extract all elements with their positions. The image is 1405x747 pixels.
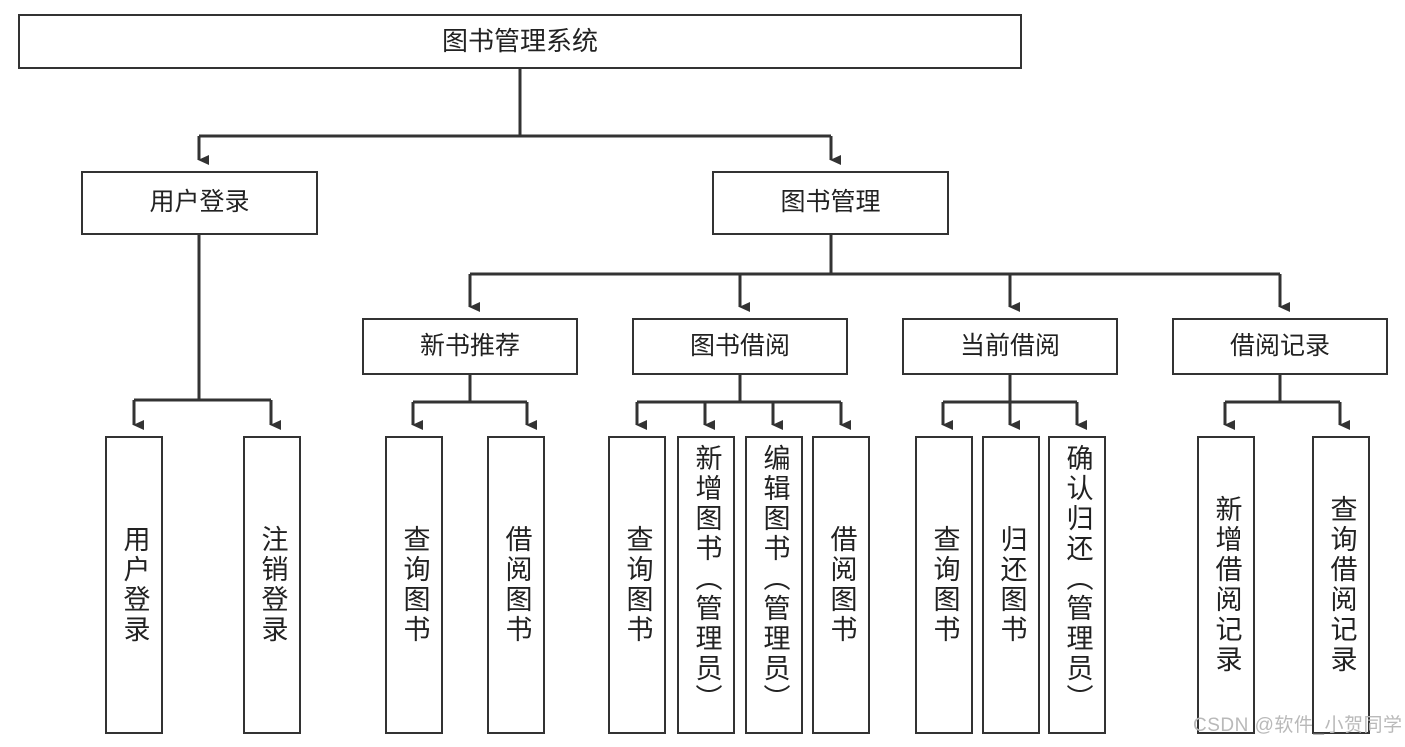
node-label: 查询图书 <box>929 525 960 645</box>
leaf-user-login[interactable]: 用户登录 <box>105 436 163 734</box>
node-current-borrow[interactable]: 当前借阅 <box>902 318 1118 375</box>
leaf-return-book[interactable]: 归还图书 <box>982 436 1040 734</box>
leaf-query-book-borrow[interactable]: 查询图书 <box>608 436 666 734</box>
leaf-logout-login[interactable]: 注销登录 <box>243 436 301 734</box>
node-label: 新书推荐 <box>419 331 520 360</box>
node-label: 查询借阅记录 <box>1326 495 1357 675</box>
node-label: 图书管理系统 <box>441 26 598 57</box>
node-root-system[interactable]: 图书管理系统 <box>18 14 1022 69</box>
leaf-query-book-recommend[interactable]: 查询图书 <box>385 436 443 734</box>
node-label: 用户登录 <box>149 188 250 217</box>
node-book-management[interactable]: 图书管理 <box>712 171 949 235</box>
node-label: 用户登录 <box>119 525 150 645</box>
node-label: 当前借阅 <box>959 331 1060 360</box>
node-label: 查询图书 <box>622 525 653 645</box>
node-borrow-record[interactable]: 借阅记录 <box>1172 318 1388 375</box>
node-label: 查询图书 <box>399 525 430 645</box>
node-label: 借阅图书 <box>826 525 857 645</box>
node-new-book-recommend[interactable]: 新书推荐 <box>362 318 578 375</box>
node-label: 确认归还（管理员） <box>1062 444 1093 714</box>
node-book-borrow[interactable]: 图书借阅 <box>632 318 848 375</box>
node-label: 借阅记录 <box>1229 331 1330 360</box>
leaf-borrow-book-recommend[interactable]: 借阅图书 <box>487 436 545 734</box>
node-label: 借阅图书 <box>501 525 532 645</box>
node-label: 图书管理 <box>780 188 881 217</box>
leaf-query-borrow-record[interactable]: 查询借阅记录 <box>1312 436 1370 734</box>
leaf-edit-book[interactable]: 编辑图书（管理员） <box>745 436 803 734</box>
leaf-confirm-return[interactable]: 确认归还（管理员） <box>1048 436 1106 734</box>
node-label: 注销登录 <box>257 525 288 645</box>
node-label: 新增借阅记录 <box>1211 495 1242 675</box>
node-label: 编辑图书（管理员） <box>759 444 790 714</box>
leaf-add-borrow-record[interactable]: 新增借阅记录 <box>1197 436 1255 734</box>
node-label: 图书借阅 <box>689 331 790 360</box>
node-label: 新增图书（管理员） <box>691 444 722 714</box>
node-user-login[interactable]: 用户登录 <box>81 171 318 235</box>
leaf-add-book[interactable]: 新增图书（管理员） <box>677 436 735 734</box>
node-label: 归还图书 <box>996 525 1027 645</box>
leaf-query-book-current[interactable]: 查询图书 <box>915 436 973 734</box>
leaf-borrow-book[interactable]: 借阅图书 <box>812 436 870 734</box>
